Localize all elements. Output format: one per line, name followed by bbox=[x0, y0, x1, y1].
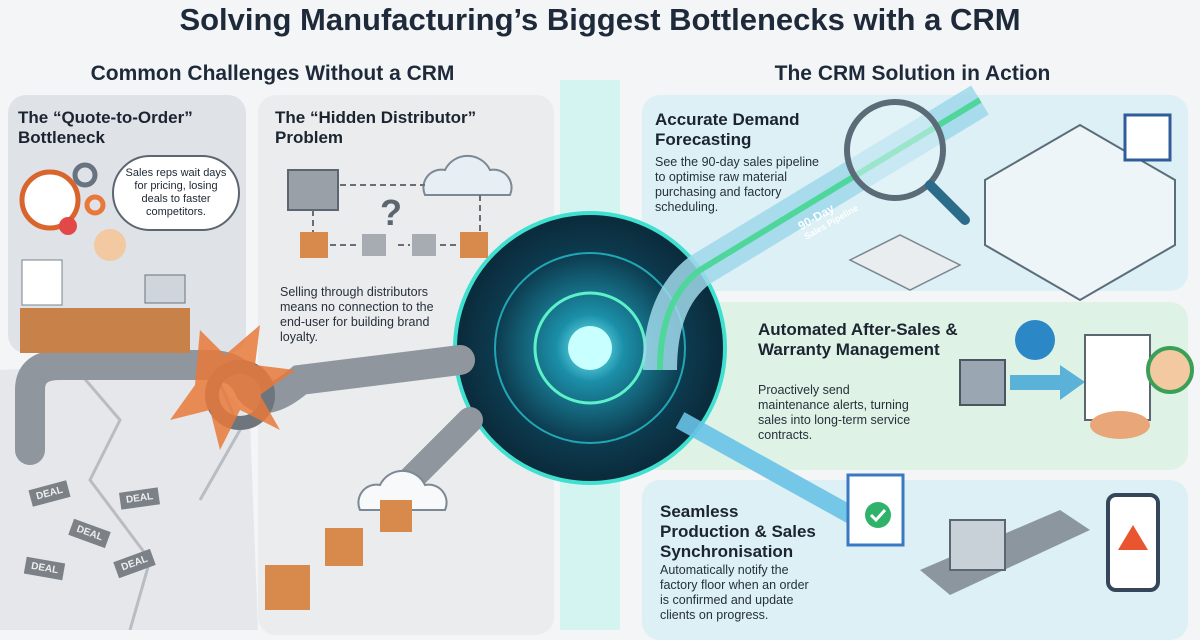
factory-room-icon bbox=[984, 123, 1176, 302]
box-icon bbox=[460, 232, 488, 258]
tools-chat-icon bbox=[1015, 320, 1055, 360]
page-title: Solving Manufacturing’s Biggest Bottlene… bbox=[179, 2, 1021, 37]
deal-pile: DEAL DEAL DEAL DEAL DEAL bbox=[20, 480, 170, 605]
warning-icon bbox=[1118, 525, 1148, 550]
gear-box-icon bbox=[959, 359, 1006, 406]
contract-icon bbox=[1084, 334, 1151, 421]
factory-box-icon bbox=[287, 169, 339, 211]
clock-icon bbox=[19, 169, 81, 231]
box-icon bbox=[265, 565, 310, 610]
stressed-rep-avatar bbox=[94, 229, 126, 261]
card-body: Automatically notify the factory floor w… bbox=[660, 563, 809, 622]
check-icon bbox=[865, 502, 891, 528]
card-title: The “Quote-to-Order” Bottleneck bbox=[18, 108, 193, 147]
gear-icon bbox=[72, 162, 98, 188]
box-icon bbox=[380, 500, 412, 532]
card-title: Automated After-Sales & Warranty Managem… bbox=[758, 320, 958, 359]
card-title: Seamless Production & Sales Synchronisat… bbox=[660, 502, 816, 561]
machine-icon bbox=[949, 519, 1006, 571]
hub-ring bbox=[494, 252, 686, 444]
box-icon bbox=[362, 234, 386, 256]
desk-icon bbox=[20, 308, 190, 353]
card-production-sync bbox=[642, 480, 1188, 640]
error-icon bbox=[59, 217, 77, 235]
cloud-icon bbox=[422, 154, 513, 196]
gear-icon bbox=[84, 194, 106, 216]
box-icon bbox=[300, 232, 328, 258]
card-body: Proactively send maintenance alerts, tur… bbox=[758, 383, 911, 442]
deal-card: DEAL bbox=[119, 487, 161, 510]
magnifier-icon bbox=[844, 99, 946, 201]
box-icon bbox=[412, 234, 436, 256]
glass-pipe-bottom bbox=[675, 412, 865, 528]
glass-pipe-flow bbox=[657, 97, 982, 371]
arrow-right-icon bbox=[1010, 365, 1085, 400]
right-section-heading: The CRM Solution in Action bbox=[774, 62, 1051, 85]
box-icon bbox=[325, 528, 363, 566]
deal-card: DEAL bbox=[28, 480, 71, 507]
raw-materials-icon bbox=[848, 234, 962, 291]
handshake-icon bbox=[1090, 411, 1150, 439]
card-title: The “Hidden Distributor” Problem bbox=[275, 108, 477, 147]
deal-card: DEAL bbox=[68, 518, 111, 549]
paper-stack-icon bbox=[21, 259, 63, 306]
burst-icon bbox=[170, 325, 295, 450]
hub-core bbox=[568, 326, 612, 370]
left-section-heading: Common Challenges Without a CRM bbox=[90, 62, 455, 85]
deal-card: DEAL bbox=[23, 556, 66, 581]
question-mark-icon: ? bbox=[380, 192, 402, 233]
card-body: Selling through distributors means no co… bbox=[280, 285, 434, 344]
thought-bubble: Sales reps wait days for pricing, losing… bbox=[112, 155, 240, 231]
card-title: Accurate Demand Forecasting bbox=[655, 110, 800, 149]
card-body: See the 90-day sales pipeline to optimis… bbox=[655, 155, 820, 214]
client-avatar bbox=[1146, 346, 1194, 394]
calendar-icon bbox=[1123, 113, 1172, 162]
laptop-icon bbox=[144, 274, 186, 304]
deal-card: DEAL bbox=[113, 548, 156, 579]
